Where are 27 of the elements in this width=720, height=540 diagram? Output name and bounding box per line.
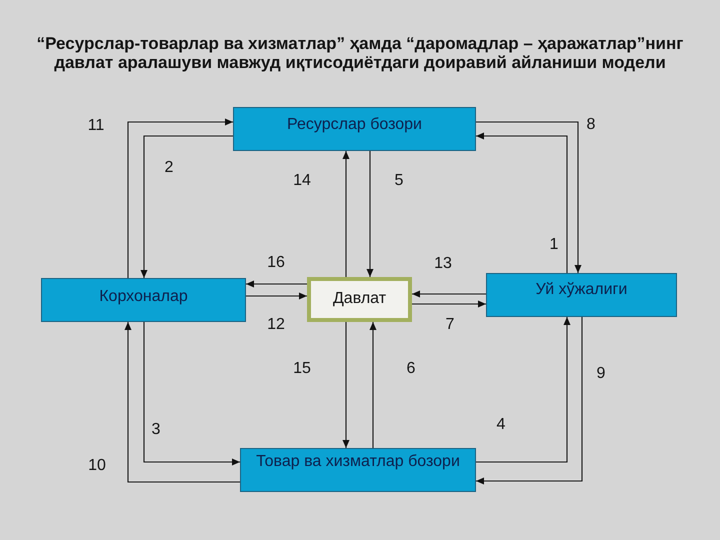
arrow — [476, 317, 570, 463]
household-box — [486, 273, 677, 317]
arrow — [370, 322, 376, 448]
arrow — [246, 292, 307, 300]
arrow — [143, 322, 240, 466]
box-label: Ресурслар бозори — [286, 115, 423, 134]
box-label: Корхоналар — [98, 287, 189, 306]
arrow — [412, 290, 486, 298]
box-label: Давлат — [332, 289, 388, 308]
arrow — [366, 151, 374, 277]
arrow — [342, 151, 350, 277]
market-box — [240, 448, 476, 492]
box-label: Товар ва хизматлар бозори — [255, 452, 461, 471]
arrow — [412, 300, 486, 308]
box-label: Уй хўжалиги — [534, 280, 628, 299]
state-box — [307, 277, 412, 322]
arrow — [127, 118, 233, 278]
arrow — [476, 121, 582, 273]
arrow — [246, 280, 307, 288]
arrow — [140, 135, 233, 278]
arrow — [476, 132, 568, 273]
arrow — [342, 322, 350, 448]
arrow — [476, 317, 583, 484]
firms-box — [41, 278, 246, 322]
market-box — [233, 107, 476, 151]
diagram-title: “Ресурслар-товарлар ва хизматлар” ҳамда “даромадлар – ҳаражатлар”нинг давлат аралашуви мавжуд иқтисодиётдаги доиравий айланиши модели — [36, 34, 684, 72]
arrow — [124, 322, 240, 483]
